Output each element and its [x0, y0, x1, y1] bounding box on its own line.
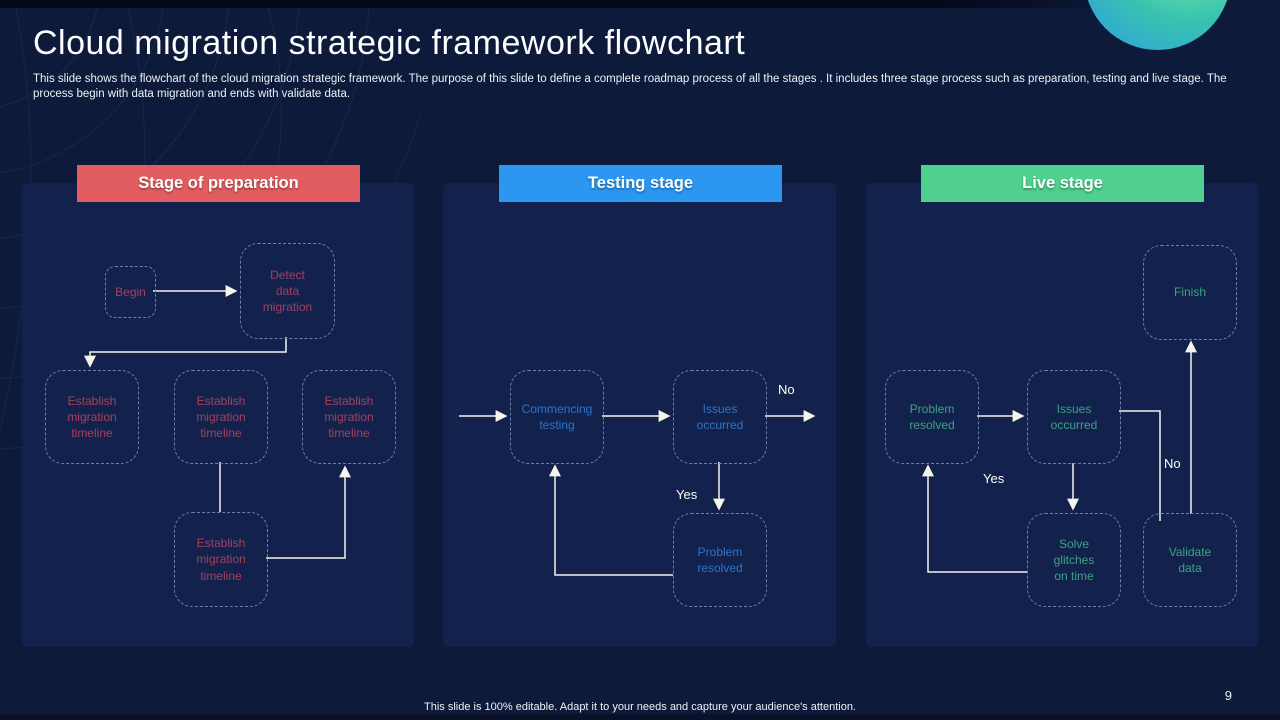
flow-node-establish-timeline-right: Establish migration timeline [302, 370, 396, 464]
stage-header-preparation: Stage of preparation [77, 165, 360, 202]
bottom-accent-bar [0, 714, 1280, 720]
flow-node-solve-glitches: Solve glitches on time [1027, 513, 1121, 607]
flow-node-detect-data-migration: Detect data migration [240, 243, 335, 339]
page-number: 9 [1224, 688, 1232, 703]
top-accent-bar [0, 0, 1140, 8]
branch-label-no-live: No [1164, 456, 1181, 471]
flow-node-establish-timeline-left: Establish migration timeline [45, 370, 139, 464]
flow-node-problem-resolved-testing: Problem resolved [673, 513, 767, 607]
flow-node-commencing-testing: Commencing testing [510, 370, 604, 464]
page-title: Cloud migration strategic framework flow… [33, 24, 746, 62]
slide-description: This slide shows the flowchart of the cl… [33, 73, 1227, 101]
flow-node-validate-data: Validate data [1143, 513, 1237, 607]
flow-node-establish-timeline-bottom: Establish migration timeline [174, 512, 268, 607]
stage-header-testing: Testing stage [499, 165, 782, 202]
flow-node-begin: Begin [105, 266, 156, 318]
branch-label-no-testing: No [778, 382, 795, 397]
panel-stage-of-preparation [22, 183, 414, 647]
flow-node-problem-resolved-live: Problem resolved [885, 370, 979, 464]
stage-header-live: Live stage [921, 165, 1204, 202]
flow-node-issues-occurred-live: Issues occurred [1027, 370, 1121, 464]
footer-note: This slide is 100% editable. Adapt it to… [424, 701, 856, 713]
branch-label-yes-testing: Yes [676, 487, 698, 502]
panel-testing-stage [443, 183, 836, 647]
flow-node-establish-timeline-mid: Establish migration timeline [174, 370, 268, 464]
branch-label-yes-live: Yes [983, 471, 1005, 486]
gradient-sphere-decoration [1084, 0, 1231, 50]
flow-node-finish: Finish [1143, 245, 1237, 340]
flow-node-issues-occurred-testing: Issues occurred [673, 370, 767, 464]
